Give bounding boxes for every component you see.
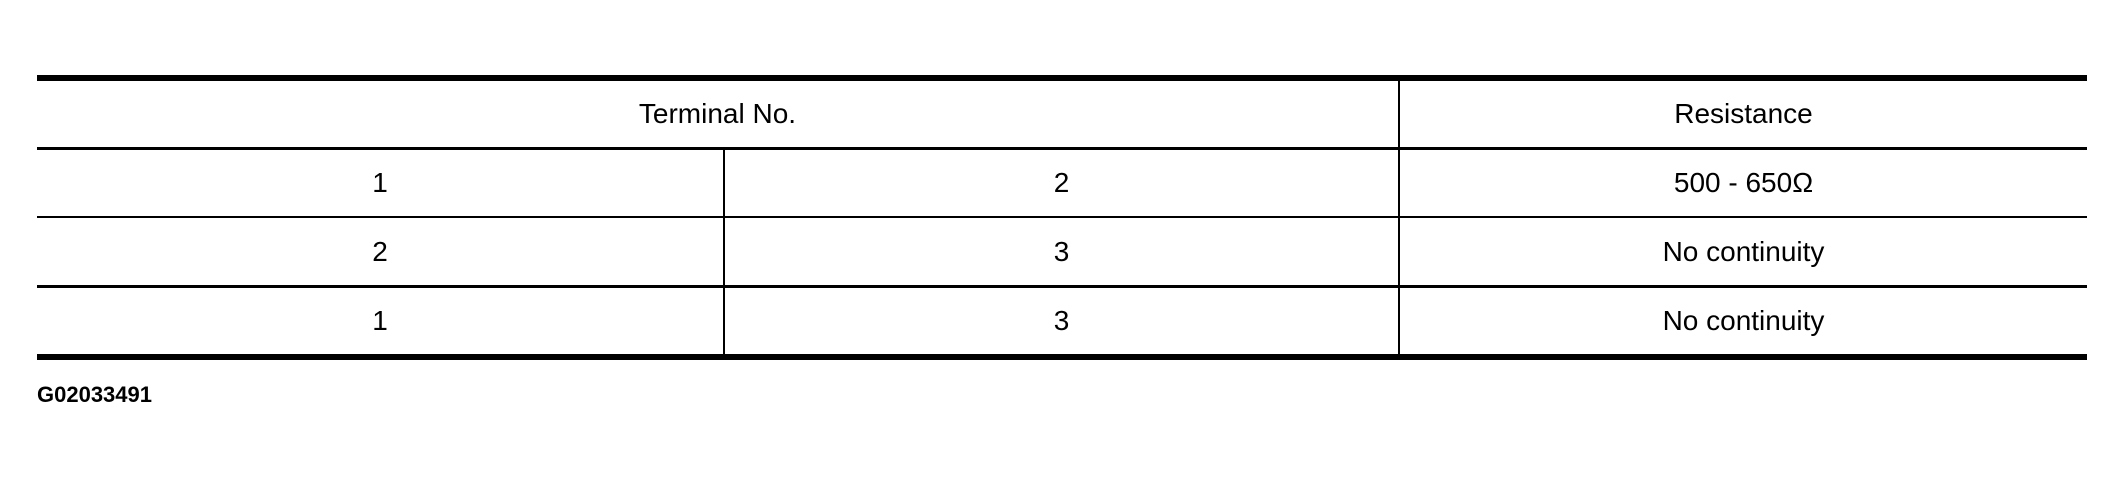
table-bottom-rule <box>37 354 2087 360</box>
table-top-rule <box>37 75 2087 81</box>
header-terminal-no: Terminal No. <box>638 98 797 129</box>
row-divider <box>37 285 2087 288</box>
cell-terminal-a: 2 <box>372 235 388 267</box>
cell-terminal-b: 3 <box>1053 305 1070 336</box>
cell-terminal-a: 1 <box>372 167 388 198</box>
cell-terminal-b: 3 <box>1053 235 1070 267</box>
header-bottom-rule <box>37 147 2087 150</box>
header-resistance: Resistance <box>1674 98 1813 129</box>
cell-resistance: No continuity <box>1662 235 1825 267</box>
cell-resistance: No continuity <box>1662 305 1825 336</box>
cell-resistance: 500 - 650Ω <box>1673 167 1814 198</box>
cell-terminal-a: 1 <box>372 305 388 336</box>
cell-terminal-b: 2 <box>1053 167 1070 198</box>
row-divider <box>37 216 2087 218</box>
figure-id: G02033491 <box>37 382 152 407</box>
column-divider-terminal <box>723 149 725 354</box>
column-divider-resistance <box>1398 81 1400 354</box>
